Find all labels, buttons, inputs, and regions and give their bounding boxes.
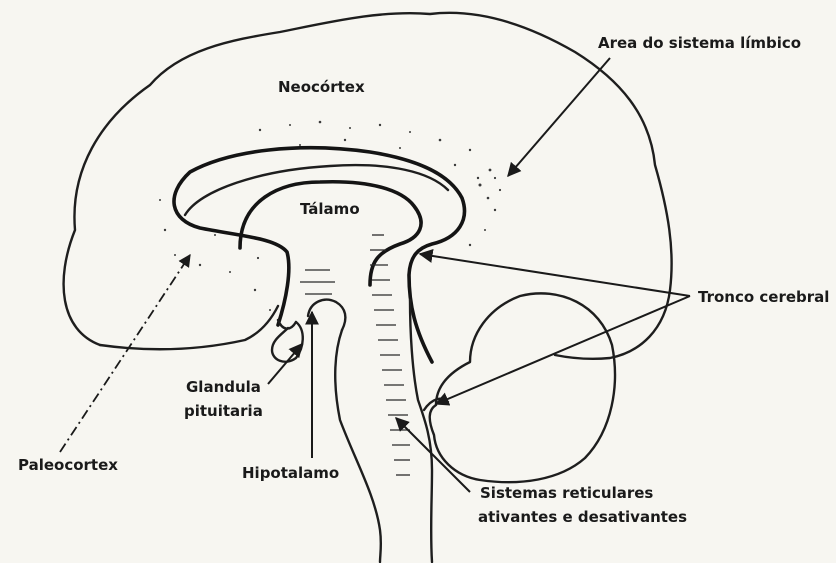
leader-paleocortex: [60, 255, 190, 452]
label-hipotalamo: Hipotalamo: [242, 464, 339, 482]
brainstem-left: [335, 330, 381, 562]
leader-tronco-upper: [420, 254, 690, 296]
cerebellum-outline: [430, 293, 615, 482]
label-area-limbico: Area do sistema límbico: [598, 34, 801, 52]
thalamus-contour: [240, 182, 421, 285]
leader-tronco-lower: [436, 296, 690, 404]
label-paleocortex: Paleocortex: [18, 456, 118, 474]
label-tronco-cerebral: Tronco cerebral: [698, 288, 829, 306]
hypothalamus-shape: [308, 300, 345, 330]
leader-limbico: [508, 58, 610, 176]
label-sistemas-line1: Sistemas reticulares: [480, 484, 653, 502]
reticular-hatching: [300, 235, 410, 475]
neocortex-base: [100, 306, 278, 349]
label-talamo: Tálamo: [300, 200, 360, 218]
label-glandula-line1: Glandula: [186, 378, 261, 396]
label-glandula-line2: pituitaria: [184, 402, 263, 420]
label-neocortex: Neocórtex: [278, 78, 365, 96]
label-sistemas-line2: ativantes e desativantes: [478, 508, 687, 526]
